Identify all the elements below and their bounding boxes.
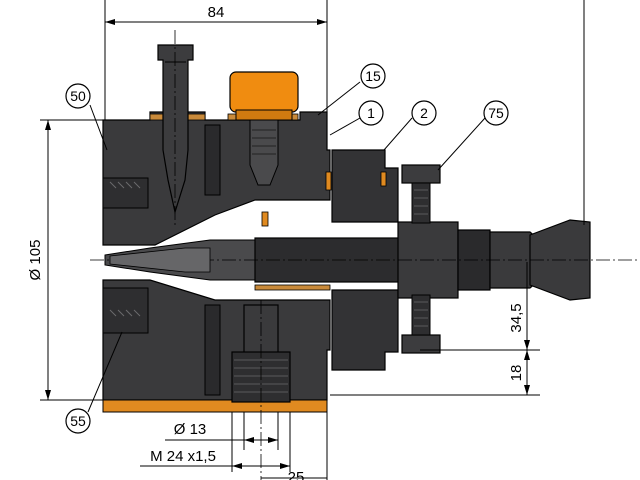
dim-thread-m24: M 24 x1,5	[150, 448, 216, 465]
balloon-15: 15	[360, 63, 386, 89]
dim-diameter-105: Ø 105	[27, 240, 44, 281]
leaders	[87, 81, 486, 413]
balloon-55: 55	[65, 408, 91, 434]
flange	[331, 149, 399, 223]
vertical-pin	[157, 30, 194, 225]
dim-84: 84	[208, 4, 225, 21]
svg-text:2: 2	[420, 105, 428, 121]
svg-text:50: 50	[70, 88, 86, 104]
flange-lower	[331, 289, 399, 371]
orange-cap	[229, 71, 299, 186]
svg-text:15: 15	[365, 68, 381, 84]
svg-text:75: 75	[488, 105, 504, 121]
dim-diameter-13: Ø 13	[174, 421, 207, 438]
adjustment-screw	[401, 164, 441, 354]
svg-text:55: 55	[70, 413, 86, 429]
dimension-lines	[40, 0, 585, 480]
balloon-2: 2	[411, 100, 437, 126]
bottom-plug	[231, 300, 291, 480]
dim-18: 18	[508, 365, 525, 382]
balloon-75: 75	[483, 100, 509, 126]
balloon-1: 1	[358, 100, 384, 126]
dim-34-5: 34,5	[508, 303, 525, 332]
central-shaft	[90, 219, 640, 301]
svg-text:1: 1	[367, 105, 375, 121]
balloon-50: 50	[65, 83, 91, 109]
dim-25: 25	[288, 469, 305, 480]
